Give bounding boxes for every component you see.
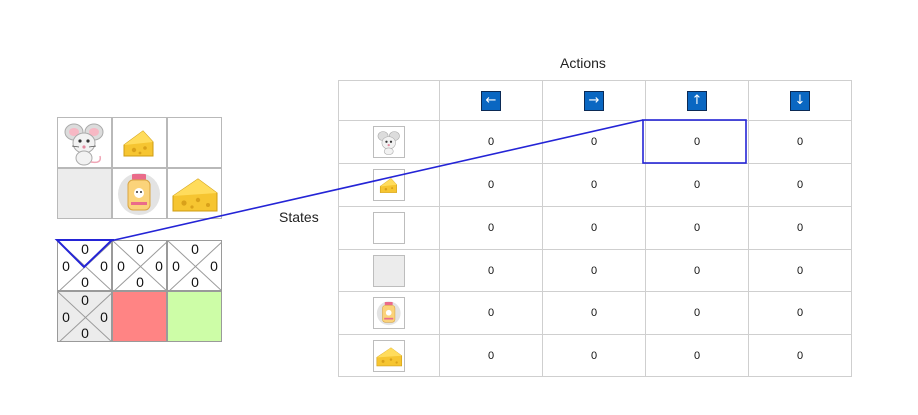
world-cell-poison xyxy=(112,168,167,219)
q-value-grid: 0 0 0 0 0 0 0 0 0 0 0 0 0 0 0 0 xyxy=(57,240,222,342)
q-value-down: 0 xyxy=(136,274,144,290)
table-row: 0 0 0 0 xyxy=(338,291,852,335)
q-value-cell: 0 xyxy=(439,163,543,207)
q-value-right: 0 xyxy=(210,258,218,274)
q-value-cell: 0 xyxy=(645,291,749,335)
state-cell xyxy=(338,206,440,250)
goal-cell xyxy=(167,291,222,342)
table-row: 0 0 0 0 xyxy=(338,334,852,377)
q-value-down: 0 xyxy=(81,325,89,341)
q-value-cell: 0 xyxy=(439,249,543,292)
q-value-cell: 0 xyxy=(542,249,646,292)
q-value-cell: 0 xyxy=(748,249,852,292)
cheese-big-icon xyxy=(172,178,218,212)
q-value-cell: 0 xyxy=(645,120,749,164)
q-cell: 0 0 0 0 xyxy=(57,240,112,291)
q-value-right: 0 xyxy=(100,258,108,274)
q-cell: 0 0 0 0 xyxy=(57,291,112,342)
q-value-cell: 0 xyxy=(748,120,852,164)
q-value-up: 0 xyxy=(81,292,89,308)
state-cell xyxy=(338,249,440,292)
empty-grey-cell-icon xyxy=(373,254,405,287)
arrow-up-icon: ↑ xyxy=(687,90,707,111)
q-value-cell: 0 xyxy=(439,291,543,335)
state-cell xyxy=(338,120,440,164)
q-value-right: 0 xyxy=(100,309,108,325)
arrow-left-icon: ← xyxy=(481,90,501,111)
table-header-row: ← → ↑ ↓ xyxy=(338,80,852,121)
cell-diagonals xyxy=(168,241,221,290)
arrow-down-icon: ↓ xyxy=(790,90,810,111)
q-value-cell: 0 xyxy=(439,120,543,164)
cheese-small-icon xyxy=(373,169,405,201)
q-value-left: 0 xyxy=(172,258,180,274)
q-cell: 0 0 0 0 xyxy=(112,240,167,291)
world-cell-empty xyxy=(167,117,222,168)
q-value-right: 0 xyxy=(155,258,163,274)
arrow-right-icon: → xyxy=(584,90,604,111)
q-value-cell: 0 xyxy=(748,206,852,250)
poison-jar-icon xyxy=(118,173,160,215)
q-value-cell: 0 xyxy=(439,334,543,377)
states-label: States xyxy=(279,209,319,225)
cell-diagonals xyxy=(113,241,166,290)
corner-cell xyxy=(338,80,440,121)
q-value-down: 0 xyxy=(191,274,199,290)
q-value-cell: 0 xyxy=(542,291,646,335)
world-cell-cheese-big xyxy=(167,168,222,219)
q-value-left: 0 xyxy=(62,309,70,325)
table-row: 0 0 0 0 xyxy=(338,120,852,164)
q-value-cell: 0 xyxy=(748,334,852,377)
action-header: → xyxy=(542,80,646,121)
empty-cell-icon xyxy=(373,212,405,244)
mouse-icon xyxy=(373,126,405,158)
q-value-cell: 0 xyxy=(645,334,749,377)
q-value-cell: 0 xyxy=(748,291,852,335)
q-value-up: 0 xyxy=(191,241,199,257)
q-value-up: 0 xyxy=(136,241,144,257)
q-cell: 0 0 0 0 xyxy=(167,240,222,291)
q-value-cell: 0 xyxy=(542,206,646,250)
state-cell xyxy=(338,291,440,335)
q-value-cell: 0 xyxy=(645,249,749,292)
table-row: 0 0 0 0 xyxy=(338,249,852,292)
table-row: 0 0 0 0 xyxy=(338,206,852,250)
q-value-down: 0 xyxy=(81,274,89,290)
q-value-cell: 0 xyxy=(748,163,852,207)
cell-diagonals xyxy=(58,292,111,341)
q-value-cell: 0 xyxy=(542,334,646,377)
q-table: ← → ↑ ↓ 0 0 0 0 0 0 0 0 xyxy=(338,80,852,377)
q-value-left: 0 xyxy=(117,258,125,274)
cheese-small-icon xyxy=(123,130,154,157)
grid-world xyxy=(57,117,222,220)
state-cell xyxy=(338,163,440,207)
world-cell-mouse xyxy=(57,117,112,168)
q-value-cell: 0 xyxy=(542,163,646,207)
q-value-cell: 0 xyxy=(645,163,749,207)
q-value-left: 0 xyxy=(62,258,70,274)
actions-label: Actions xyxy=(560,55,606,71)
poison-cell xyxy=(112,291,167,342)
action-header: ← xyxy=(439,80,543,121)
mouse-icon xyxy=(64,123,104,166)
q-value-cell: 0 xyxy=(542,120,646,164)
action-header: ↑ xyxy=(645,80,749,121)
q-value-cell: 0 xyxy=(645,206,749,250)
world-cell-cheese-small xyxy=(112,117,167,168)
state-cell xyxy=(338,334,440,377)
q-value-up: 0 xyxy=(81,241,89,257)
cheese-big-icon xyxy=(373,339,405,372)
world-cell-empty-grey xyxy=(57,168,112,219)
q-value-cell: 0 xyxy=(439,206,543,250)
table-row: 0 0 0 0 xyxy=(338,163,852,207)
poison-jar-icon xyxy=(373,297,405,329)
action-header: ↓ xyxy=(748,80,852,121)
